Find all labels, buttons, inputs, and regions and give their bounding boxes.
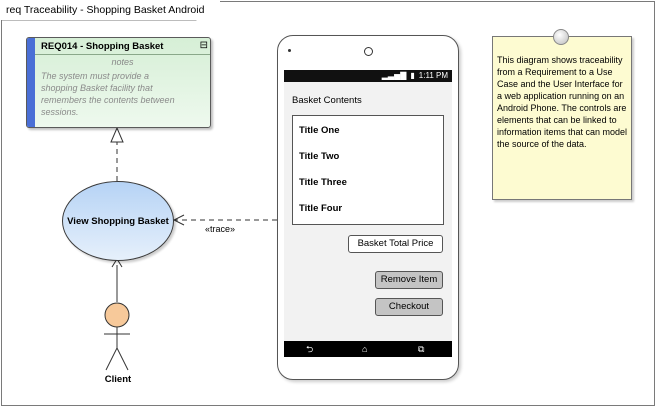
requirement-description-line: remembers the contents between: [41, 95, 175, 105]
phone-camera-icon: [364, 47, 373, 56]
list-item[interactable]: Title Four: [299, 203, 343, 214]
actor-left-leg: [105, 347, 118, 371]
battery-icon: ▮: [410, 71, 415, 80]
requirement-element[interactable]: REQ014 - Shopping Basket ⊟ notes The sys…: [26, 37, 211, 128]
home-icon[interactable]: ⌂: [362, 344, 368, 354]
actor-right-leg: [116, 347, 129, 371]
remove-item-button[interactable]: Remove Item: [375, 271, 443, 289]
checkout-button[interactable]: Checkout: [375, 298, 443, 316]
requirement-description-line: sessions.: [41, 107, 79, 117]
realization-arrowhead: [110, 126, 124, 143]
requirement-description: The system must provide a shopping Baske…: [41, 70, 206, 118]
phone-screen: ▂▃▅▇▮1:11 PM Basket Contents Title One T…: [284, 70, 452, 357]
requirement-description-line: shopping Basket facility that: [41, 83, 153, 93]
requirement-type-icon: ⊟: [199, 40, 208, 51]
requirement-divider: [35, 54, 210, 55]
requirement-color-bar: [27, 38, 35, 127]
basket-heading: Basket Contents: [292, 95, 362, 106]
phone-speaker-dot: [288, 49, 291, 52]
status-bar: ▂▃▅▇▮1:11 PM: [284, 70, 452, 82]
signal-icon: ▂▃▅▇: [381, 71, 407, 80]
trace-stereotype-label: «trace»: [205, 224, 236, 234]
frame-title: req Traceability - Shopping Basket Andro…: [1, 1, 221, 20]
use-case-label: View Shopping Basket: [67, 215, 169, 227]
list-item[interactable]: Title Three: [299, 177, 347, 188]
trace-arrowhead: [172, 214, 185, 226]
requirement-title: REQ014 - Shopping Basket: [41, 41, 164, 52]
actor-head[interactable]: [104, 302, 130, 328]
actor-label: Client: [104, 374, 132, 385]
pin-icon: [553, 29, 569, 45]
back-icon[interactable]: ⮌: [306, 344, 314, 354]
list-item[interactable]: Title Two: [299, 151, 340, 162]
status-time: 1:11 PM: [418, 71, 448, 80]
android-phone-mockup[interactable]: ▂▃▅▇▮1:11 PM Basket Contents Title One T…: [277, 35, 459, 380]
use-case-view-shopping-basket[interactable]: View Shopping Basket: [62, 181, 174, 261]
list-item[interactable]: Title One: [299, 125, 340, 136]
diagram-note[interactable]: This diagram shows traceability from a R…: [492, 36, 632, 200]
requirement-description-line: The system must provide a: [41, 71, 150, 81]
navigation-bar: ⮌ ⌂ ⧉: [284, 341, 452, 357]
basket-list[interactable]: Title One Title Two Title Three Title Fo…: [292, 115, 444, 225]
basket-total-price-button[interactable]: Basket Total Price: [348, 235, 443, 253]
requirement-notes-label: notes: [111, 57, 134, 67]
note-text: This diagram shows traceability from a R…: [497, 55, 628, 149]
recents-icon[interactable]: ⧉: [418, 344, 425, 354]
